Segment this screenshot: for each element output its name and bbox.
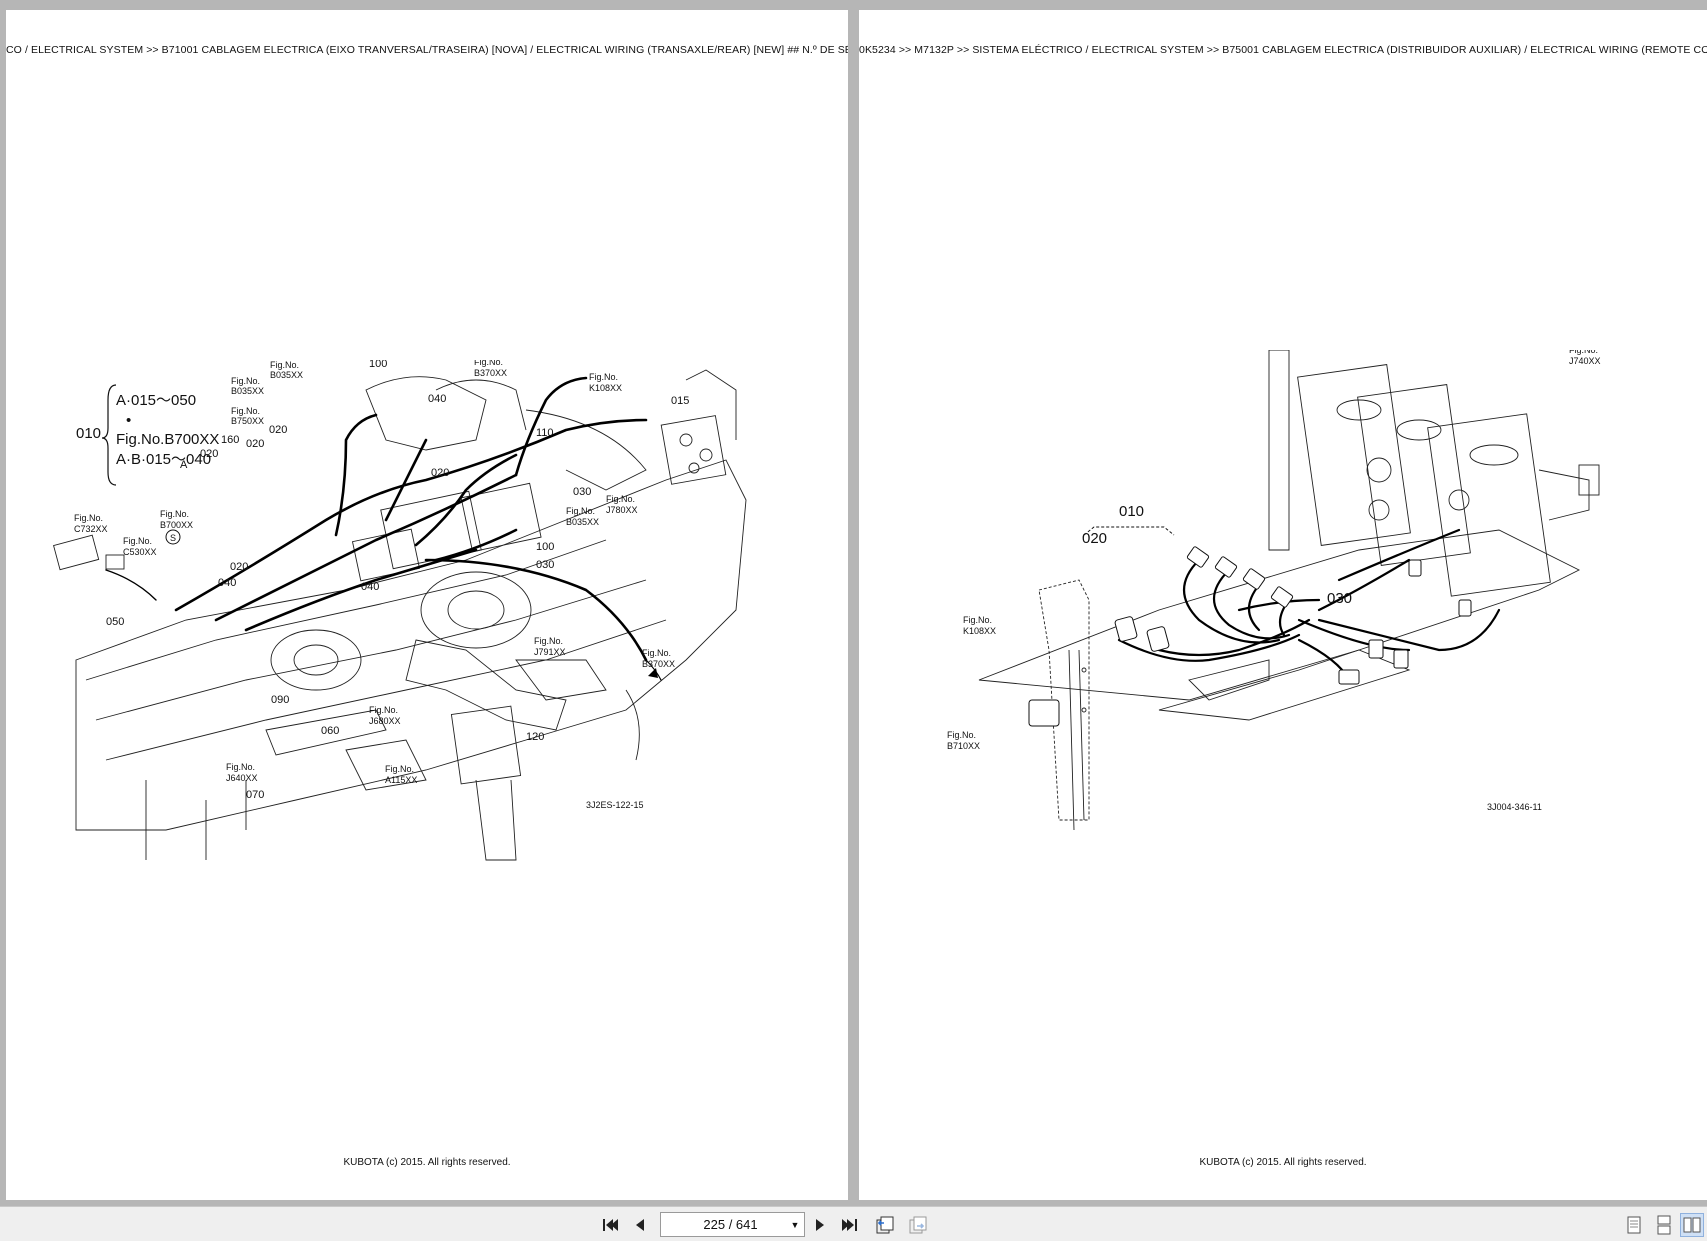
svg-text:Fig.No.: Fig.No.: [369, 705, 398, 715]
ref-b035-a: B035XX: [270, 370, 303, 380]
legend-line1: A·015～050: [116, 392, 196, 409]
svg-text:Fig.No.: Fig.No.: [270, 360, 299, 370]
remote-valve-drawing: [978, 350, 1600, 831]
ref-b035-c: B035XX: [231, 386, 264, 396]
transaxle-drawing: [53, 369, 747, 861]
ref-k108: K108XX: [589, 383, 622, 393]
ref-j640: J640XX: [226, 773, 258, 783]
svg-text:Fig.No.: Fig.No.: [534, 636, 563, 646]
harness-arrow: [648, 668, 658, 678]
svg-text:060: 060: [321, 725, 339, 737]
svg-text:Fig.No.: Fig.No.: [566, 506, 595, 516]
svg-text:100: 100: [536, 541, 554, 553]
svg-text:070: 070: [246, 789, 264, 801]
svg-text:160: 160: [221, 434, 239, 446]
ref-j780: J780XX: [606, 505, 638, 515]
legend-ref: 010: [76, 425, 101, 442]
ref-j740: J740XX: [1569, 356, 1601, 366]
page-footer: KUBOTA (c) 2015. All rights reserved.: [1199, 1157, 1367, 1168]
first-page-icon[interactable]: [598, 1213, 622, 1237]
svg-text:Fig.No.: Fig.No.: [606, 494, 635, 504]
ref-j791: J791XX: [534, 647, 566, 657]
document-page-left: CO / ELECTRICAL SYSTEM >> B71001 CABLAGE…: [6, 10, 848, 1200]
svg-text:030: 030: [1327, 590, 1352, 607]
legend: 010 A·015～050 • Fig.No.B700XX A·B·015～04…: [76, 384, 219, 486]
svg-text:040: 040: [428, 393, 446, 405]
last-page-icon[interactable]: [838, 1213, 862, 1237]
svg-text:020: 020: [246, 438, 264, 450]
page-number-input[interactable]: 225 / 641 ▼: [660, 1212, 805, 1237]
wiring-harness: [105, 376, 662, 681]
go-forward-icon[interactable]: [906, 1213, 930, 1237]
svg-text:020: 020: [200, 448, 218, 460]
svg-text:Fig.No.: Fig.No.: [947, 730, 976, 740]
svg-text:Fig.No.: Fig.No.: [1569, 350, 1598, 355]
ref-b710: B710XX: [947, 741, 980, 751]
legend-line3: Fig.No.B700XX: [116, 431, 219, 448]
part-labels: Fig.No. B035XX Fig.No. B035XX Fig.No. B7…: [74, 360, 689, 810]
svg-text:Fig.No.: Fig.No.: [589, 372, 618, 382]
svg-text:Fig.No.: Fig.No.: [474, 360, 503, 367]
chevron-down-icon[interactable]: ▼: [790, 1219, 800, 1230]
facing-pages-view-icon[interactable]: [1680, 1213, 1704, 1237]
svg-text:Fig.No.: Fig.No.: [160, 509, 189, 519]
viewer-toolbar: 225 / 641 ▼: [0, 1206, 1707, 1241]
svg-text:100: 100: [369, 360, 387, 370]
next-page-icon[interactable]: [808, 1213, 832, 1237]
svg-text:120: 120: [526, 731, 544, 743]
legend-line2: •: [126, 412, 131, 429]
figure-code: 3J004-346-11: [1487, 802, 1542, 812]
document-page-right: 0K5234 >> M7132P >> SISTEMA ELÉCTRICO / …: [859, 10, 1707, 1200]
wiring-diagram-remote-control: Fig.No. J740XX Fig.No. K108XX Fig.No. B7…: [947, 350, 1601, 831]
svg-text:Fig.No.: Fig.No.: [963, 615, 992, 625]
svg-text:030: 030: [536, 559, 554, 571]
svg-text:030: 030: [573, 486, 591, 498]
svg-text:015: 015: [671, 395, 689, 407]
svg-text:090: 090: [271, 694, 289, 706]
part-labels: Fig.No. J740XX Fig.No. K108XX Fig.No. B7…: [947, 350, 1601, 812]
svg-text:020: 020: [230, 561, 248, 573]
continuous-view-icon[interactable]: [1652, 1213, 1676, 1237]
legend-line4: A·B·015～040: [116, 451, 211, 468]
svg-text:A: A: [180, 459, 188, 471]
prev-page-icon[interactable]: [628, 1213, 652, 1237]
svg-text:Fig.No.: Fig.No.: [385, 764, 414, 774]
page-indicator: 225 / 641: [703, 1217, 758, 1232]
wiring-diagram-transaxle-rear: 010 A·015～050 • Fig.No.B700XX A·B·015～04…: [53, 360, 747, 861]
ref-c530: C530XX: [123, 547, 157, 557]
svg-text:Fig.No.: Fig.No.: [642, 648, 671, 658]
svg-text:020: 020: [1082, 530, 1107, 547]
ref-b370-bottom: B370XX: [642, 659, 675, 669]
go-back-icon[interactable]: [873, 1213, 897, 1237]
svg-text:020: 020: [431, 467, 449, 479]
svg-text:Fig.No.: Fig.No.: [231, 376, 260, 386]
ref-a115: A115XX: [385, 775, 417, 785]
svg-text:020: 020: [269, 424, 287, 436]
ref-b035-b: B035XX: [566, 517, 599, 527]
svg-text:Fig.No.: Fig.No.: [74, 513, 103, 523]
ref-k108: K108XX: [963, 626, 996, 636]
wiring-harness: [1117, 528, 1501, 682]
svg-text:050: 050: [106, 616, 124, 628]
svg-text:040: 040: [361, 581, 379, 593]
ref-b700: B700XX: [160, 520, 193, 530]
ref-j680: J680XX: [369, 716, 401, 726]
connectors: [1028, 546, 1472, 727]
svg-text:S: S: [170, 533, 176, 543]
ref-b750: B750XX: [231, 416, 264, 426]
ref-c732: C732XX: [74, 524, 108, 534]
svg-text:Fig.No.: Fig.No.: [231, 406, 260, 416]
svg-text:010: 010: [1119, 503, 1144, 520]
page-header: 0K5234 >> M7132P >> SISTEMA ELÉCTRICO / …: [859, 44, 1707, 56]
svg-text:110: 110: [536, 427, 554, 439]
svg-text:Fig.No.: Fig.No.: [123, 536, 152, 546]
single-page-view-icon[interactable]: [1622, 1213, 1646, 1237]
page-header: CO / ELECTRICAL SYSTEM >> B71001 CABLAGE…: [6, 44, 848, 56]
figure-code: 3J2ES-122-15: [586, 800, 644, 810]
page-footer: KUBOTA (c) 2015. All rights reserved.: [343, 1157, 511, 1168]
svg-text:Fig.No.: Fig.No.: [226, 762, 255, 772]
svg-text:040: 040: [218, 577, 236, 589]
ref-b370-top: B370XX: [474, 368, 507, 378]
